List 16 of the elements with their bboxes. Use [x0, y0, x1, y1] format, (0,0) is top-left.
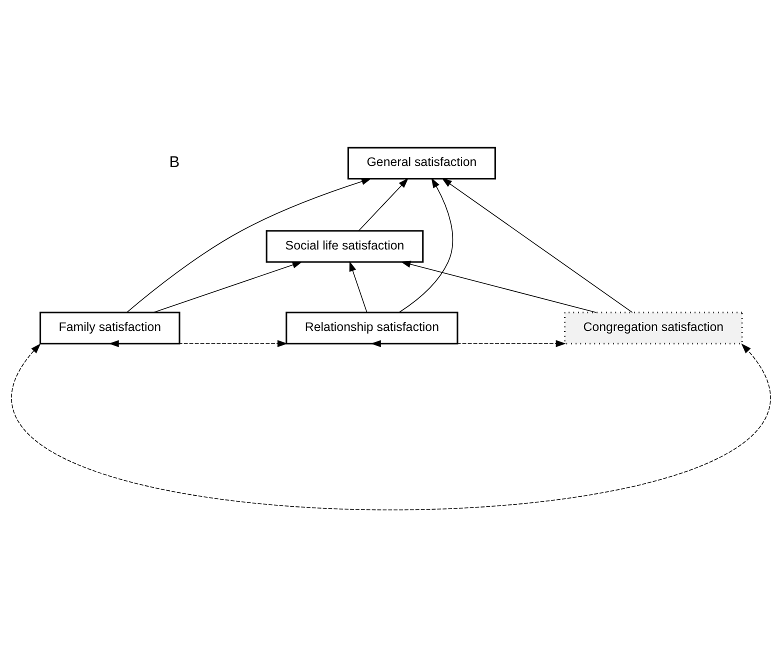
node-box: Congregation satisfaction: [564, 312, 743, 344]
arrow: [11, 344, 771, 510]
arrow: [108, 340, 288, 348]
arrow: [153, 262, 302, 313]
arrow: [358, 178, 408, 232]
node-box: Family satisfaction: [40, 312, 180, 344]
node-box: General satisfaction: [347, 146, 496, 180]
arrow: [398, 178, 454, 313]
node-box: Social life satisfaction: [266, 230, 424, 263]
arrow: [370, 340, 566, 348]
arrow: [349, 261, 368, 313]
arrow: [400, 260, 597, 313]
arrow: [126, 178, 372, 313]
label: B: [169, 154, 180, 172]
node-box: Relationship satisfaction: [286, 312, 458, 344]
arrow: [442, 178, 633, 313]
